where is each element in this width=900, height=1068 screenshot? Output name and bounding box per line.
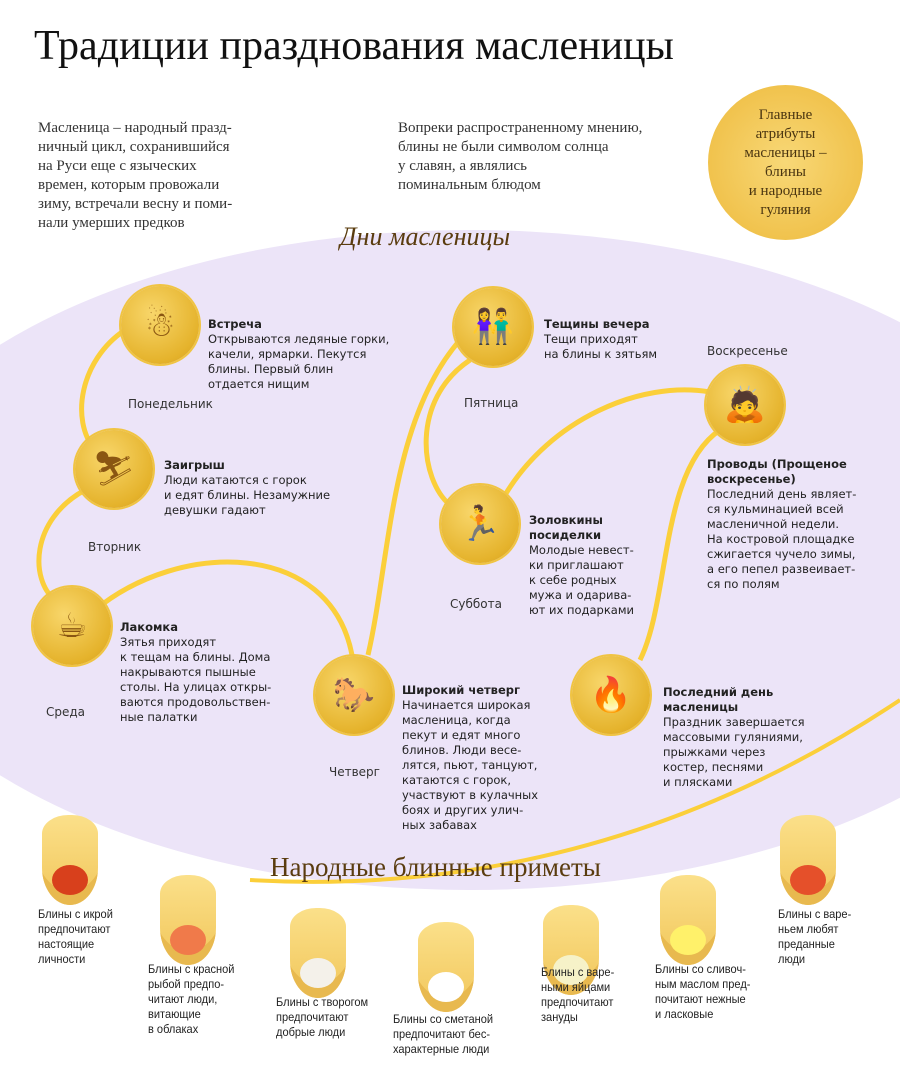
- timeline-path: [36, 327, 722, 662]
- bonfire-icon: 🔥: [572, 656, 650, 734]
- sign-text: Блины со сметаной предпочитают бес- хара…: [393, 1012, 494, 1056]
- day-label: Суббота: [450, 597, 502, 611]
- outer-arc: [249, 698, 900, 884]
- crepe-salmon-icon: [160, 875, 216, 965]
- crepe-cottage-cheese-icon: [290, 908, 346, 998]
- sign-text: Блины со сливоч- ным маслом пред- почита…: [655, 962, 751, 1021]
- day-description: Проводы (Прощеное воскресенье)Последний …: [707, 457, 857, 591]
- couple-icon: 👫: [454, 288, 532, 366]
- crepe-butter-icon: [660, 875, 716, 965]
- page-title: Традиции празднования масленицы: [34, 23, 674, 69]
- crepe-caviar-icon: [42, 815, 98, 905]
- lavender-ellipse: [0, 230, 900, 890]
- sign-text: Блины с варе- ньем любят преданные люди: [778, 907, 852, 966]
- day-label: Четверг: [329, 765, 380, 779]
- sledding-icon: ⛷: [75, 430, 153, 508]
- days-heading: Дни масленицы: [340, 222, 511, 251]
- day-label: Воскресенье: [707, 344, 788, 358]
- day-label: Вторник: [88, 540, 142, 554]
- sign-text: Блины с икрой предпочитают настоящие лич…: [38, 907, 113, 966]
- sign-text: Блины с красной рыбой предпо- читают люд…: [148, 962, 235, 1036]
- woman-icon: 🏃: [441, 485, 519, 563]
- sign-text: Блины с творогом предпочитают добрые люд…: [276, 995, 369, 1039]
- intro-middle-text: Вопреки распространенному мнению, блины …: [398, 120, 643, 193]
- scarecrow-icon: ☃: [121, 286, 199, 364]
- horse-sleigh-icon: 🐎: [315, 656, 393, 734]
- day-label: Среда: [46, 705, 86, 719]
- day-label: Пятница: [464, 396, 519, 410]
- crepe-eggs-icon: [543, 905, 599, 995]
- main-attributes-badge: Главные атрибуты масленицы – блины и нар…: [708, 85, 863, 240]
- day-label: Понедельник: [128, 397, 213, 411]
- crepe-jam-icon: [780, 815, 836, 905]
- signs-heading: Народные блинные приметы: [270, 852, 601, 882]
- sign-text: Блины с варе- ными яйцами предпочитают з…: [541, 965, 615, 1024]
- crepe-sour-cream-icon: [418, 922, 474, 1012]
- intro-left-text: Масленица – народный празд- ничный цикл,…: [38, 120, 233, 231]
- pancakes-tea-icon: ☕: [33, 587, 111, 665]
- bowing-people-icon: 🙇: [706, 366, 784, 444]
